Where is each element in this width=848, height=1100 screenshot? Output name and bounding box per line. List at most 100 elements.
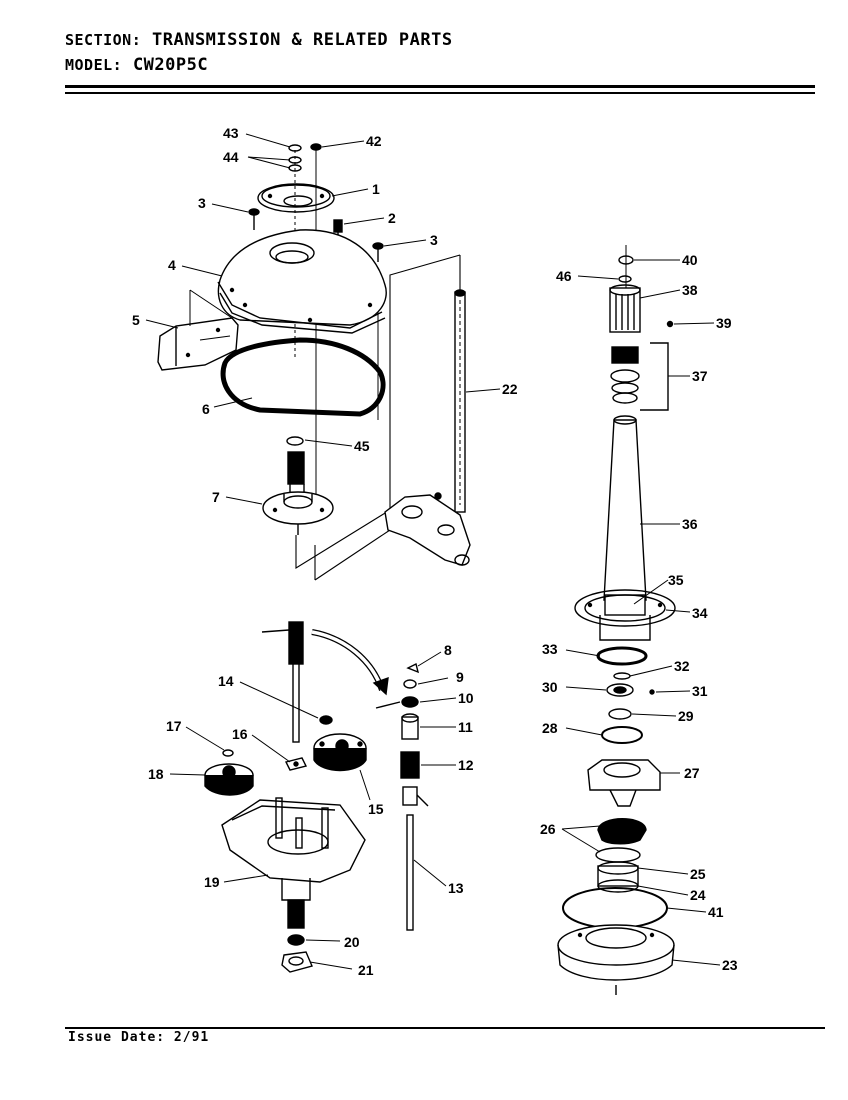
lower-shaft-part (287, 899, 305, 929)
issue-date: Issue Date: 2/91 (68, 1030, 209, 1045)
callout-12: 12 (458, 757, 474, 773)
callout-45: 45 (354, 438, 370, 454)
header-rule-thin (65, 92, 815, 94)
callout-3: 3 (198, 195, 206, 211)
callout-40: 40 (682, 252, 698, 268)
callout-35: 35 (668, 572, 684, 588)
callout-15: 15 (368, 801, 384, 817)
tub-mount-base-23-part (557, 924, 675, 995)
drive-shaft-22-part (454, 289, 466, 513)
washer-32-part (613, 672, 631, 680)
gearcase-19-part (221, 797, 366, 901)
callout-36: 36 (682, 516, 698, 532)
washer-14-part (319, 715, 333, 725)
spline-shaft-7-part (262, 451, 334, 535)
model-key: MODEL: (65, 56, 123, 74)
callout-26: 26 (540, 821, 556, 837)
header-rule-thick (65, 85, 815, 88)
issue-date-value: 2/91 (173, 1030, 210, 1045)
callout-1: 1 (372, 181, 380, 197)
callout-4: 4 (168, 257, 176, 273)
ring-29-part (608, 708, 632, 720)
washer-16-part (284, 757, 308, 771)
callout-41: 41 (708, 904, 724, 920)
section-value: TRANSMISSION & RELATED PARTS (152, 30, 453, 50)
seal-kit-37-part (610, 342, 669, 411)
callout-39: 39 (716, 315, 732, 331)
callout-33: 33 (542, 641, 558, 657)
spring-12-part (400, 751, 420, 779)
mounting-flange-34-part (574, 589, 676, 641)
footer-rule (65, 1027, 825, 1029)
callout-27: 27 (684, 765, 700, 781)
callout-16: 16 (232, 726, 248, 742)
callout-labels: 43 44 42 1 3 2 3 4 5 6 45 7 22 46 40 38 … (132, 125, 738, 978)
callout-34: 34 (692, 605, 708, 621)
bracket-5-part (157, 289, 239, 371)
callout-24: 24 (690, 887, 706, 903)
pin-39-part (666, 320, 674, 328)
bearing-38-part (609, 284, 641, 333)
bearing-30-part (606, 683, 634, 697)
transfer-arrow (311, 629, 389, 696)
seal-20-part (287, 934, 305, 946)
issue-date-label: Issue Date: (68, 1030, 166, 1045)
callout-9: 9 (456, 669, 464, 685)
seals-26-part (595, 818, 647, 863)
section-key: SECTION: (65, 31, 142, 49)
callout-18: 18 (148, 766, 164, 782)
callout-7: 7 (212, 489, 220, 505)
callout-43: 43 (223, 125, 239, 141)
callout-38: 38 (682, 282, 698, 298)
callout-6: 6 (202, 401, 210, 417)
transmission-cover-part (217, 229, 387, 334)
bearing-35-part (604, 594, 646, 616)
callout-14: 14 (218, 673, 234, 689)
bearing-21-part (281, 951, 313, 973)
crank-arm-part (384, 492, 471, 566)
callout-42: 42 (366, 133, 382, 149)
callout-20: 20 (344, 934, 360, 950)
callout-44: 44 (223, 149, 239, 165)
callout-29: 29 (678, 708, 694, 724)
callout-leaders (145, 133, 721, 970)
cover-plate-part (257, 183, 335, 213)
gasket-6-part (220, 337, 386, 417)
callout-2: 2 (388, 210, 396, 226)
clip-8-part (406, 662, 420, 674)
callout-25: 25 (690, 866, 706, 882)
washer-9-part (403, 679, 417, 689)
screw-3-left-part (248, 208, 260, 230)
gear-15-part (313, 733, 367, 772)
callout-32: 32 (674, 658, 690, 674)
dog-11-part (401, 713, 419, 740)
callout-19: 19 (204, 874, 220, 890)
callout-37: 37 (692, 368, 708, 384)
pin-31-part (649, 689, 655, 695)
model-line: MODEL: CW20P5C (65, 55, 208, 75)
oring-41-part (562, 887, 668, 929)
callout-10: 10 (458, 690, 474, 706)
callout-28: 28 (542, 720, 558, 736)
agitator-shaft-tube-36-part (603, 415, 647, 601)
callout-21: 21 (358, 962, 374, 978)
gear-shaft-part (261, 621, 304, 743)
callout-30: 30 (542, 679, 558, 695)
ring-28-part (601, 726, 643, 744)
callout-23: 23 (722, 957, 738, 973)
callout-5: 5 (132, 312, 140, 328)
seal-33-part (596, 646, 648, 666)
model-value: CW20P5C (132, 55, 209, 75)
spring-10-part (375, 696, 419, 709)
bearing-housing-27-part (587, 759, 661, 807)
oring-45-part (286, 436, 304, 446)
callout-3: 3 (430, 232, 438, 248)
callout-22: 22 (502, 381, 518, 397)
callout-13: 13 (448, 880, 464, 896)
callout-31: 31 (692, 683, 708, 699)
shifter-13-part (402, 786, 429, 931)
washer-46-part (618, 275, 632, 283)
washer-17-part (222, 749, 234, 757)
callout-46: 46 (556, 268, 572, 284)
callout-8: 8 (444, 642, 452, 658)
